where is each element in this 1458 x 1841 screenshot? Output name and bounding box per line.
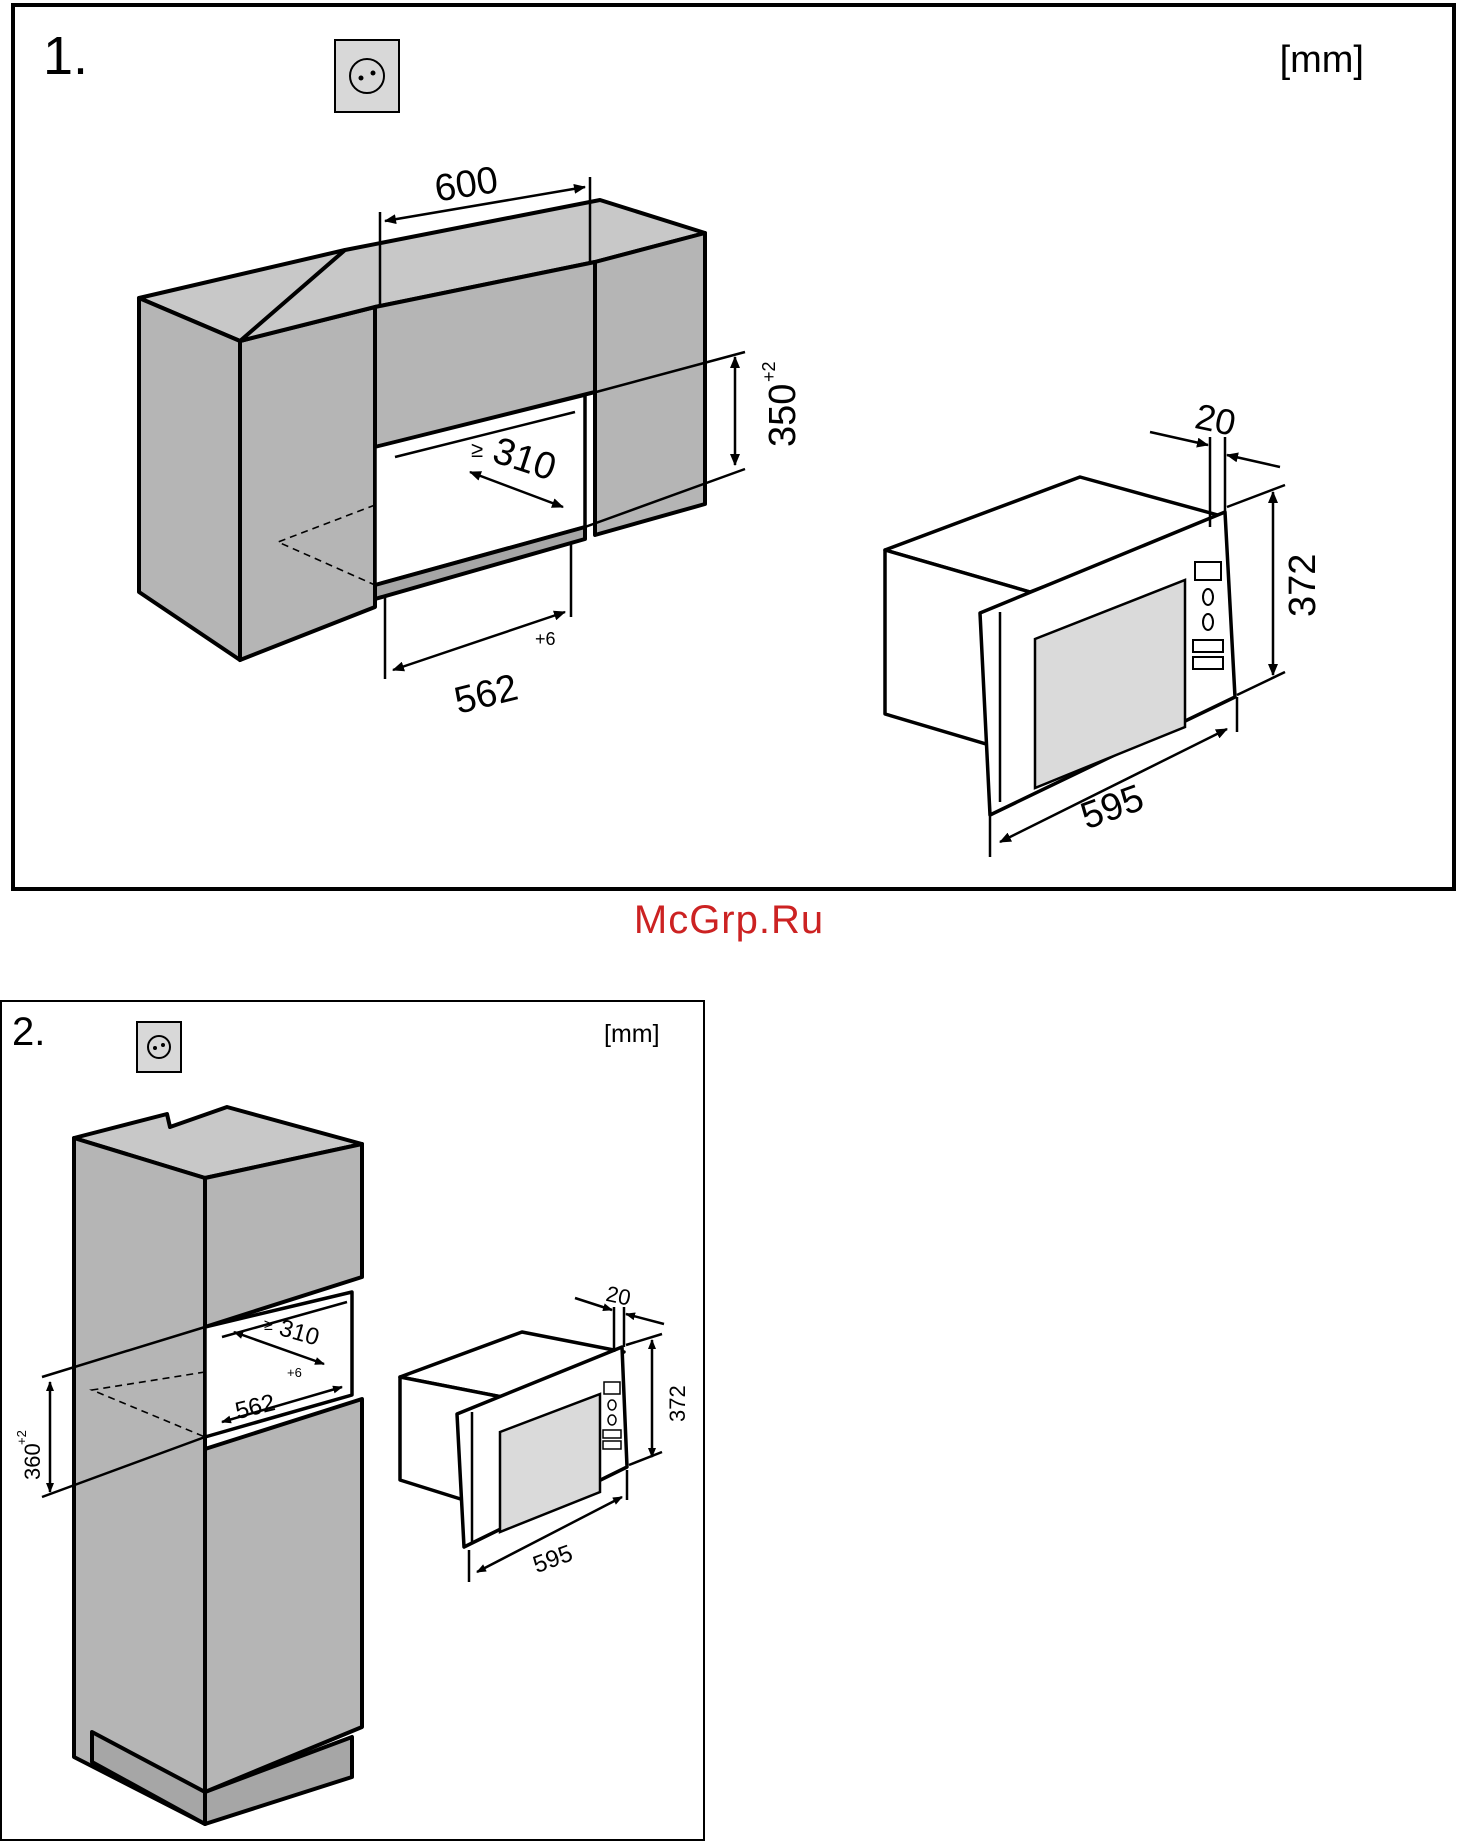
dimension-frame-depth: 20: [575, 1281, 664, 1352]
dim-562: 562: [450, 667, 522, 723]
installation-step-1-panel: 1. [mm]: [11, 3, 1456, 891]
power-socket-icon: [335, 40, 399, 112]
dim-310-prefix: ≥: [471, 437, 483, 462]
tall-cabinet: [74, 1107, 362, 1824]
dim-360-tolerance: +2: [14, 1430, 29, 1445]
dim-562-tolerance: +6: [287, 1365, 302, 1380]
installation-step-2-panel: 2. [mm]: [0, 1000, 705, 1841]
wall-cabinet-diagram: 600 350 +2 ≥ 310 562 +6: [15, 7, 1452, 887]
microwave-appliance: [885, 477, 1235, 815]
dim-372: 372: [1282, 554, 1324, 617]
dim-350: 350: [762, 384, 804, 447]
dimension-appliance-height: 372: [1227, 485, 1324, 695]
power-socket-icon: [137, 1022, 181, 1072]
dim-372: 372: [665, 1385, 690, 1422]
dim-562-tolerance: +6: [535, 629, 556, 649]
dim-595: 595: [1075, 777, 1149, 838]
dim-360: 360: [20, 1443, 45, 1480]
dim-350-tolerance: +2: [759, 361, 779, 382]
dim-20: 20: [604, 1281, 633, 1311]
microwave-appliance: [400, 1332, 627, 1547]
dim-20: 20: [1192, 395, 1240, 443]
dim-310-prefix: ≥: [264, 1317, 273, 1334]
wall-cabinet: [139, 200, 705, 660]
dim-595: 595: [529, 1540, 576, 1579]
tall-cabinet-diagram: ≥ 310 562 +6 360 +2: [2, 1002, 703, 1839]
dimension-appliance-height: 372: [626, 1334, 690, 1465]
watermark: McGrp.Ru: [0, 898, 1458, 943]
